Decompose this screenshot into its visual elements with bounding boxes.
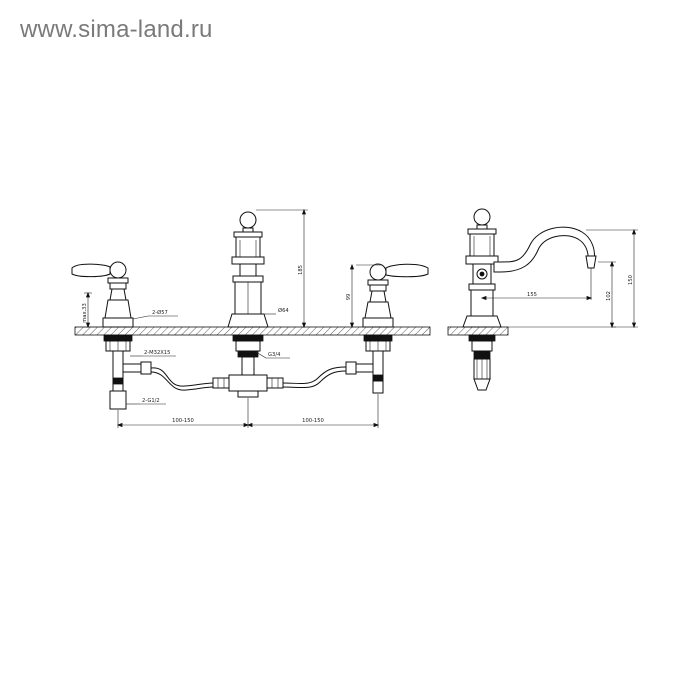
- right-hose: [282, 366, 347, 385]
- countertop-side: [447, 326, 509, 336]
- right-knob: [369, 263, 387, 281]
- left-collar-2: [109, 282, 127, 290]
- left-lever: [71, 263, 111, 278]
- left-hose: [150, 367, 214, 387]
- dim-spout-height: 185: [298, 265, 304, 275]
- dim-thread-g12: 2-G1/2: [142, 398, 160, 404]
- tee-left-nut: [212, 377, 230, 389]
- spout-shank: [241, 356, 255, 376]
- left-body: [109, 288, 127, 301]
- side-finial: [473, 208, 491, 226]
- right-lever: [385, 263, 429, 278]
- tee-right-nut: [266, 377, 284, 389]
- spout-cartridge: [235, 236, 261, 258]
- side-cartridge: [469, 233, 495, 257]
- left-port-nut: [140, 361, 152, 375]
- left-handle-valve: [71, 261, 152, 410]
- left-flange: [102, 317, 134, 328]
- dim-mount-max: max.33: [82, 303, 88, 323]
- side-spout: [493, 226, 595, 273]
- dim-reach: 155: [527, 292, 537, 298]
- left-base: [104, 299, 132, 319]
- side-aerator: [585, 255, 597, 269]
- spout-base: [227, 313, 269, 328]
- left-outlet: [109, 390, 127, 410]
- left-collar: [107, 277, 129, 284]
- dim-side-height: 102: [606, 291, 612, 301]
- right-port: [355, 363, 374, 373]
- dim-handle-height: 99: [346, 294, 352, 301]
- side-dimension-lines: [480, 228, 638, 329]
- left-shank: [112, 350, 124, 392]
- dim-side-total: 150: [628, 275, 634, 285]
- spout-handle-block: [239, 263, 257, 277]
- left-port: [122, 363, 142, 373]
- dimension-labels: max.33 2-Ø57 Ø64 185 99 2-M32X15 G3/4 2-…: [82, 265, 634, 424]
- dim-hole-center: Ø64: [278, 307, 289, 314]
- right-handle-valve: [345, 263, 429, 394]
- side-view: [447, 208, 638, 391]
- front-view: [71, 208, 431, 428]
- tee-body: [228, 374, 268, 392]
- dim-thread-g34: G3/4: [268, 352, 281, 358]
- spout-finial: [239, 211, 257, 229]
- side-body: [470, 289, 494, 317]
- watermark-text: www.sima-land.ru: [20, 16, 213, 43]
- dim-spacing-left: 100-150: [172, 418, 194, 424]
- dim-spacing-right: 100-150: [302, 418, 324, 424]
- left-nut-top: [103, 334, 133, 342]
- front-dimension-lines: [84, 208, 382, 428]
- dim-thread-m: 2-M32X15: [144, 350, 170, 356]
- countertop-front: [74, 326, 431, 336]
- left-knob: [109, 261, 127, 279]
- center-spout: [212, 211, 284, 398]
- dim-hole-left: 2-Ø57: [152, 309, 168, 316]
- right-port-nut: [345, 361, 357, 375]
- left-shank-ring: [112, 377, 124, 385]
